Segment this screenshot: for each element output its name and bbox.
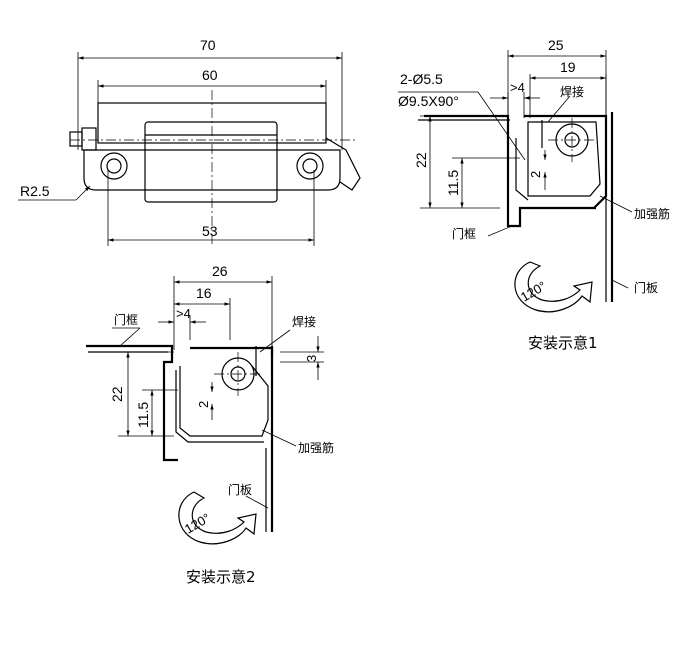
screw-hole-left xyxy=(100,152,128,180)
label-door: 门板 xyxy=(228,482,252,497)
hole-spec-1: 2-Ø5.5 xyxy=(400,71,443,87)
hinge-tab xyxy=(325,137,361,191)
dim-2-label: 2 xyxy=(196,401,211,408)
rotation-arrow-2 xyxy=(178,491,257,545)
dim-11.5-label: 11.5 xyxy=(445,170,461,196)
dim-3-label: 3 xyxy=(304,355,319,362)
hinge-body xyxy=(190,346,274,356)
dim-16-label: 16 xyxy=(196,285,212,301)
label-weld: 焊接 xyxy=(560,84,584,99)
dim-gt4-label: >4 xyxy=(176,306,191,321)
install-diagram-1: 25 19 >4 2-Ø5.5 Ø9.5X90° 22 11.5 2 焊接 门框… xyxy=(398,37,670,352)
caption-2: 安装示意2 xyxy=(186,568,256,586)
hinge-inner xyxy=(179,365,269,437)
dim-11.5-label: 11.5 xyxy=(135,402,151,428)
hinge-leaf-bottom xyxy=(83,149,341,191)
label-weld: 焊接 xyxy=(292,314,316,329)
dim-53-label: 53 xyxy=(202,223,218,239)
dim-60-label: 60 xyxy=(202,67,218,83)
dim-2-label: 2 xyxy=(528,171,543,178)
dim-r2.5-label: R2.5 xyxy=(20,183,50,199)
label-frame: 门框 xyxy=(452,226,476,241)
hinge-top-view: 70 60 53 R2.5 xyxy=(18,37,361,246)
hinge-inner xyxy=(527,121,601,197)
install-diagram-2: 26 16 >4 3 22 11.5 2 门框 焊接 加强筋 门板 120° 安… xyxy=(86,263,334,586)
label-stiffener: 加强筋 xyxy=(634,206,670,221)
dim-gt4-label: >4 xyxy=(510,80,525,95)
dim-19-label: 19 xyxy=(560,59,576,75)
door-frame xyxy=(424,114,596,228)
door-frame xyxy=(86,344,178,462)
hole-spec-2: Ø9.5X90° xyxy=(398,93,459,109)
hinge-leaf-top xyxy=(97,102,327,144)
hinge-barrel xyxy=(144,121,278,203)
screw-hole-right xyxy=(296,152,324,180)
dim-25-label: 25 xyxy=(548,37,564,53)
caption-1: 安装示意1 xyxy=(528,334,598,352)
rotation-arrow-1 xyxy=(514,261,593,313)
label-stiffener: 加强筋 xyxy=(298,440,334,455)
hinge-body xyxy=(524,114,608,209)
dim-70-label: 70 xyxy=(200,37,216,53)
dim-22-label: 22 xyxy=(109,386,125,402)
dim-26-label: 26 xyxy=(212,263,228,279)
dim-22-label: 22 xyxy=(413,152,429,168)
hinge-pin xyxy=(69,131,83,147)
label-frame: 门框 xyxy=(114,312,138,327)
label-door: 门板 xyxy=(634,280,658,295)
